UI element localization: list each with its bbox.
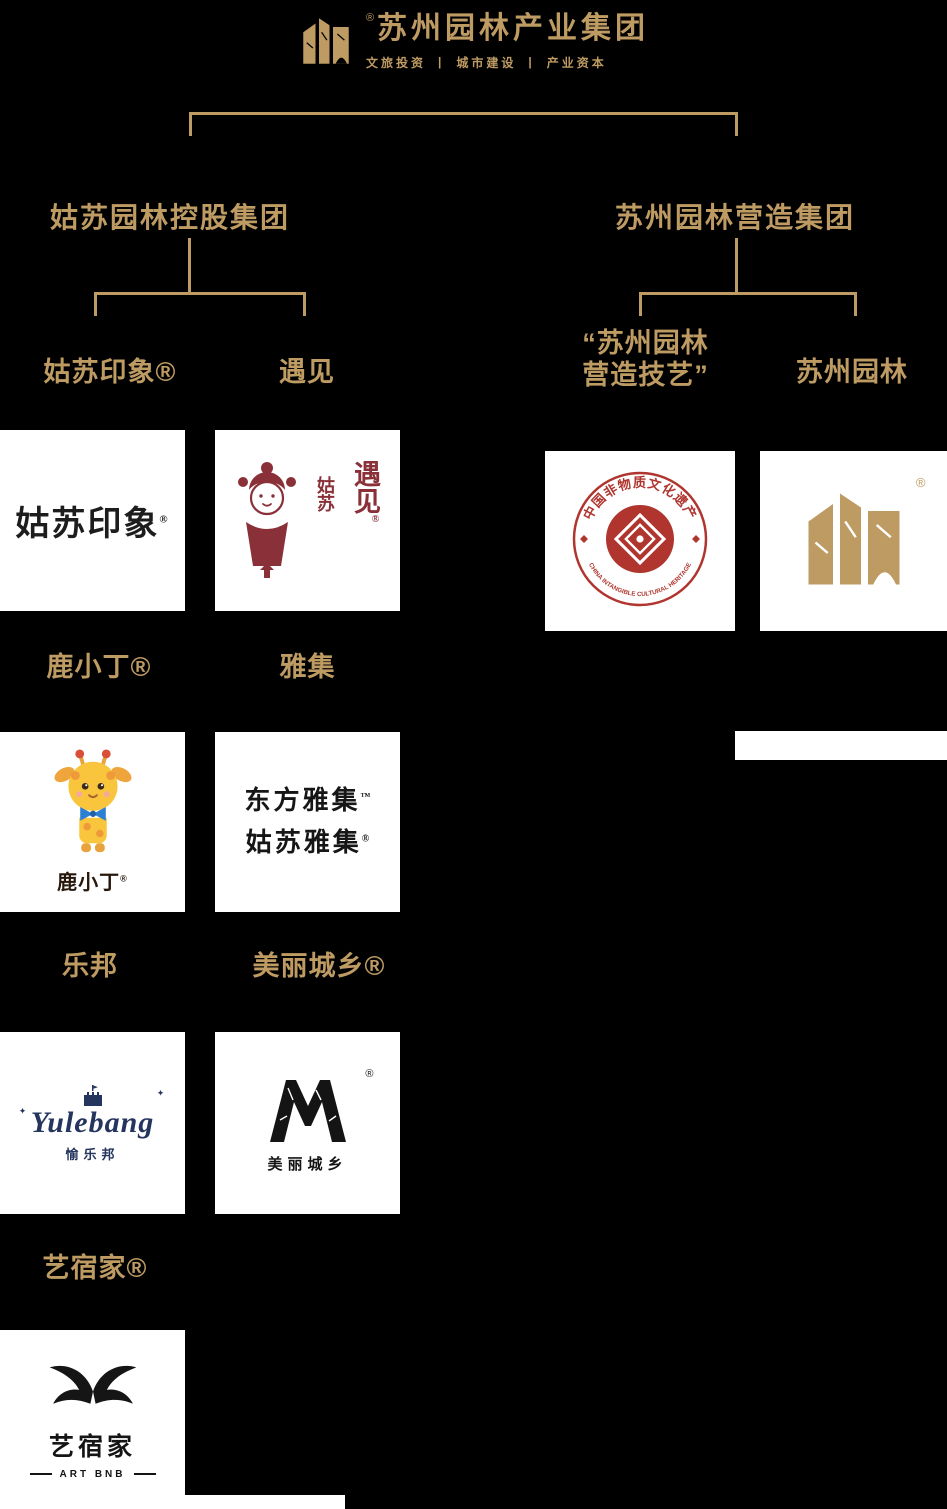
opera-figure-icon (230, 460, 304, 585)
registered-mark: ® (365, 12, 375, 24)
tagline-item: 产业资本 (546, 55, 607, 70)
m-monogram-icon (256, 1080, 360, 1148)
brand-label-luxiaoding: 鹿小丁® (46, 652, 152, 682)
column-header-garden-craft: “苏州园林 营造技艺” (543, 328, 748, 392)
swallow-icon (41, 1360, 145, 1423)
brand-label-lebang: 乐邦 (62, 951, 118, 981)
registered-mark: ® (361, 833, 370, 845)
yujian-logo-maintext: 遇见® (346, 460, 385, 525)
tagline: 文旅投资 | 城市建设 | 产业资本 (366, 54, 649, 71)
yaji-line2: 姑苏雅集® (244, 822, 370, 864)
registered-mark: ® (365, 1068, 374, 1080)
castle-icon (31, 1084, 155, 1106)
dash-line (29, 1473, 52, 1475)
gold-building-icon (798, 493, 910, 599)
trademark-mark: ™ (360, 791, 371, 803)
group-building-icon (298, 12, 354, 75)
header: ® 苏州园林产业集团 文旅投资 | 城市建设 | 产业资本 (0, 12, 947, 75)
yisujia-logo-text: 艺宿家 (48, 1432, 136, 1461)
brand-card-gusu-yinxiang: 姑苏印象® (0, 430, 185, 611)
group-title-suzhou-construction: 苏州园林营造集团 (614, 202, 855, 233)
column-header-gusu-yinxiang: 姑苏印象® (43, 357, 177, 387)
page-title: 苏州园林产业集团 (377, 12, 650, 45)
yaji-line1: 东方雅集™ (244, 780, 370, 822)
connector-root-horizontal (189, 112, 738, 115)
connector-root-left-drop (189, 112, 192, 136)
yisujia-logo-subtext: ART BNB (29, 1468, 156, 1480)
brand-card-yaji: 东方雅集™ 姑苏雅集® (215, 732, 400, 912)
brand-card-meilichengxiang: ® 美丽城乡 (215, 1032, 400, 1214)
brand-card-yisujia: 艺宿家 ART BNB (0, 1330, 185, 1509)
art-bnb-text: ART BNB (59, 1468, 126, 1480)
registered-mark: ® (370, 514, 381, 525)
garden-craft-line2: 营造技艺” (582, 359, 709, 390)
yulebang-subtext: 愉乐邦 (65, 1146, 120, 1162)
garden-craft-line1: “苏州园林 (582, 328, 709, 358)
connector-left-stem (188, 238, 191, 294)
tagline-separator: | (528, 55, 535, 69)
registered-mark: ® (915, 474, 926, 490)
column-header-yujian: 遇见 (279, 357, 335, 387)
giraffe-icon (34, 749, 152, 864)
connector-right-drop-2 (854, 292, 857, 316)
partial-card-strip-bottom (185, 1495, 345, 1509)
brand-card-luxiaoding: 鹿小丁® (0, 732, 185, 912)
column-header-suzhou-yuanlin: 苏州园林 (796, 357, 908, 387)
brand-label-yisujia: 艺宿家® (42, 1253, 148, 1283)
luxiaoding-chars: 鹿小丁 (57, 872, 121, 894)
brand-label-meilichengxiang: 美丽城乡® (252, 951, 386, 981)
partial-card-strip-right (735, 731, 947, 760)
group-title-gusu-holding: 姑苏园林控股集团 (49, 202, 290, 233)
tagline-item: 城市建设 (456, 55, 517, 70)
brand-card-yujian: 姑苏 遇见® (215, 430, 400, 611)
tagline-separator: | (437, 55, 445, 69)
yisujia-logo: 艺宿家 ART BNB (29, 1360, 156, 1480)
luxiaoding-logo-text: 鹿小丁® (57, 866, 128, 895)
connector-right-stem (735, 238, 738, 294)
connector-left-drop-2 (303, 292, 306, 316)
dash-line (133, 1473, 156, 1475)
registered-mark: ® (120, 873, 128, 884)
gusu-yinxiang-calligraphy-logo: 姑苏印象® (15, 496, 169, 545)
luxiaoding-logo: 鹿小丁® (34, 749, 152, 895)
tagline-item: 文旅投资 (365, 55, 426, 70)
suzhou-yuanlin-logo: ® (798, 475, 926, 600)
yujian-logo-subtext: 姑苏 (315, 476, 335, 512)
yaji-line1-text: 东方雅集 (244, 786, 361, 816)
registered-mark: ® (159, 513, 170, 526)
brand-card-yulebang: ✦ ✦ Yulebang 愉乐邦 (0, 1032, 185, 1214)
star-icon: ✦ (18, 1105, 27, 1116)
connector-right-drop-1 (639, 292, 642, 316)
yulebang-logo: ✦ ✦ Yulebang 愉乐邦 (19, 1084, 164, 1163)
yujian-logo-main-chars: 遇见 (350, 460, 380, 514)
yujian-gusu-logo: 姑苏 遇见® (230, 456, 385, 585)
yaji-line2-text: 姑苏雅集 (245, 828, 362, 857)
connector-root-right-drop (735, 112, 738, 136)
connector-left-horizontal (94, 292, 306, 295)
brand-card-suzhou-yuanlin: ® (760, 451, 947, 631)
brand-card-heritage-seal: 中国非物质文化遗产 CHINA INTANGIBLE CULTURAL HERI… (545, 451, 735, 631)
connector-left-drop-1 (94, 292, 97, 316)
meilichengxiang-logo-text: 美丽城乡 (267, 1156, 348, 1173)
yulebang-script-text: Yulebang (30, 1105, 155, 1139)
gusu-yinxiang-logo-text: 姑苏印象 (15, 506, 160, 543)
meilichengxiang-logo: ® 美丽城乡 (256, 1068, 373, 1174)
yaji-logo: 东方雅集™ 姑苏雅集® (244, 780, 370, 863)
intangible-heritage-seal-icon: 中国非物质文化遗产 CHINA INTANGIBLE CULTURAL HERI… (570, 469, 710, 614)
brand-label-yaji: 雅集 (279, 652, 336, 682)
star-icon: ✦ (156, 1087, 165, 1098)
connector-right-horizontal (639, 292, 857, 295)
